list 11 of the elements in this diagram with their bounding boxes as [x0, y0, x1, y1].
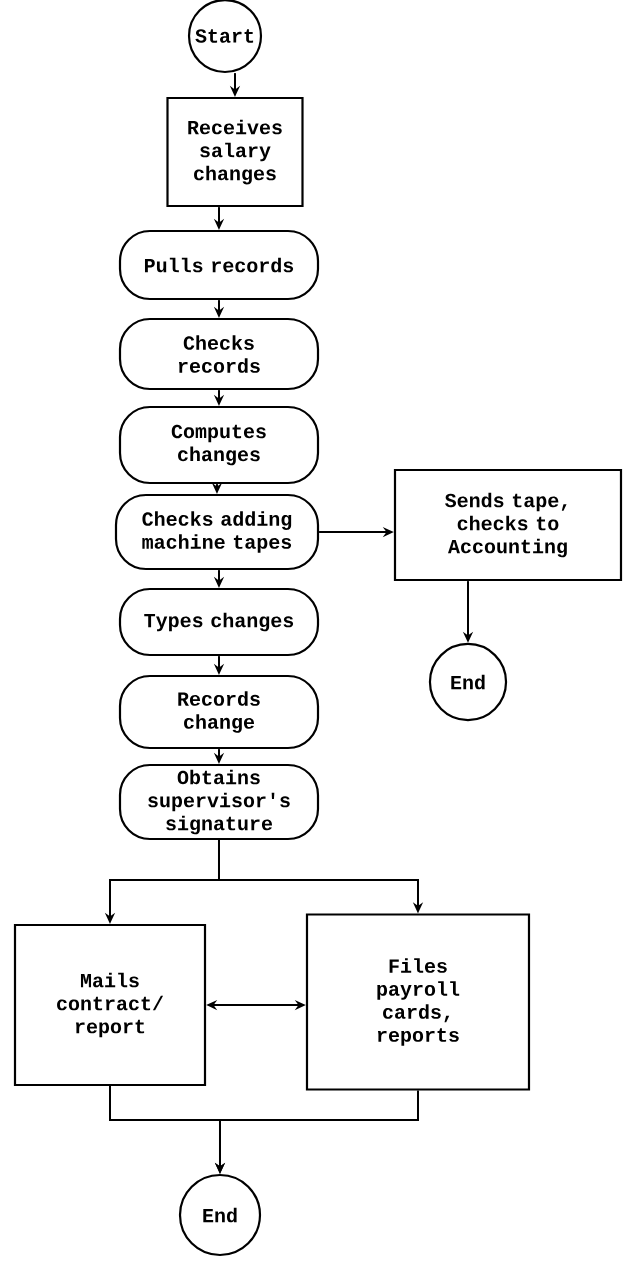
process-box: Checks records [118, 317, 320, 391]
process-box: Records change [118, 674, 320, 750]
process-box: Sends tape, checks to Accounting [393, 468, 623, 582]
process-box: Types changes [118, 587, 320, 657]
process-box: Obtains supervisor's signature [118, 763, 320, 841]
process-box: Mails contract/ report [13, 923, 207, 1087]
process-box: Files payroll cards, reports [305, 913, 531, 1091]
process-box: Checks adding machine tapes [114, 493, 320, 571]
process-box: Receives salary changes [166, 96, 304, 208]
process-box: Pulls records [118, 229, 320, 301]
process-box: Computes changes [118, 405, 320, 485]
